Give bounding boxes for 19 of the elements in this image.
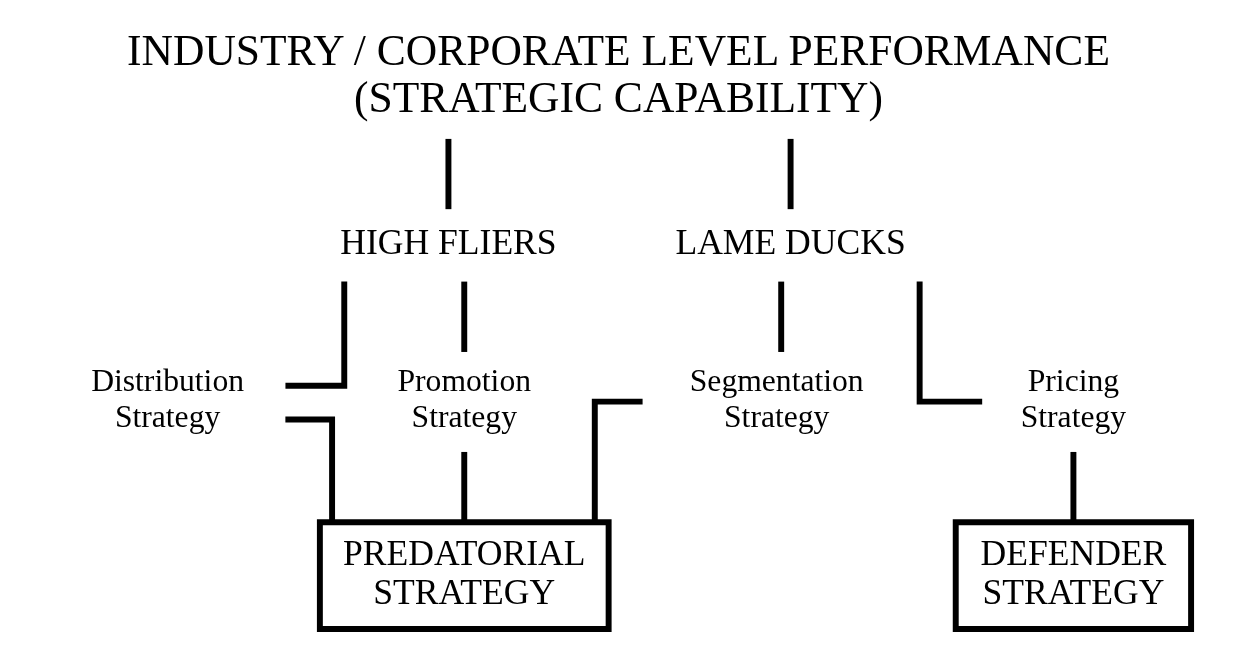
node-text: LAME DUCKS — [674, 222, 906, 263]
node-text: Distribution Strategy — [90, 363, 244, 434]
node-text: HIGH FLIERS — [339, 222, 557, 263]
connector — [460, 281, 467, 352]
connector — [284, 416, 335, 522]
node-text: INDUSTRY / CORPORATE LEVEL PERFORMANCE (STRATEGIC CAPABILITY) — [126, 25, 1110, 122]
node-text: Promotion Strategy — [396, 363, 531, 434]
connector — [460, 451, 467, 522]
connector — [444, 138, 451, 210]
connector — [1069, 451, 1076, 522]
connector — [284, 281, 347, 389]
connector — [916, 281, 982, 405]
node-text: Segmentation Strategy — [689, 363, 864, 434]
connector — [777, 281, 784, 352]
node-box: PREDATORIAL STRATEGY — [316, 519, 612, 633]
node-text: Pricing Strategy — [1020, 363, 1126, 434]
connector — [591, 398, 643, 522]
node-box: DEFENDER STRATEGY — [952, 519, 1194, 633]
connector — [787, 138, 794, 210]
